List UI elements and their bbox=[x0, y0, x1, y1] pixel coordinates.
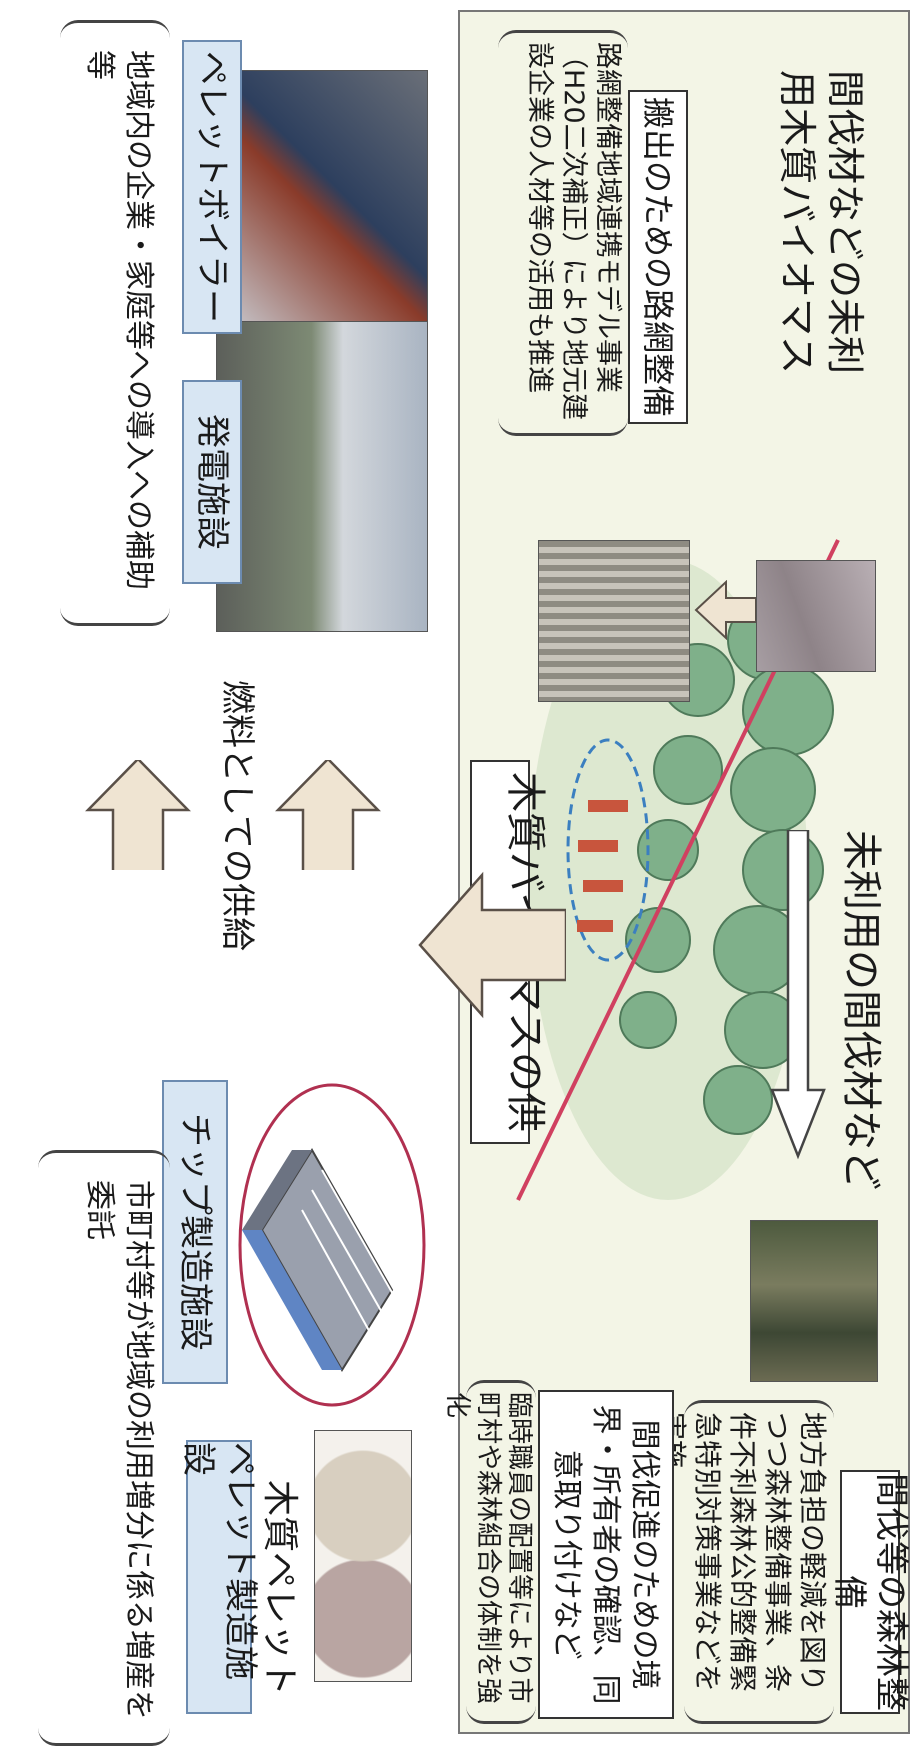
road-network-heading: 搬出のための路網整備 bbox=[628, 90, 688, 424]
unused-wood-label: 未利用の間伐材など bbox=[838, 830, 884, 1190]
forest-illustration bbox=[516, 539, 840, 1201]
chip-facility-illustration bbox=[238, 1083, 426, 1407]
pellet-facility-label: ペレット製造施設 bbox=[178, 1440, 261, 1714]
fuel-arrow-down bbox=[85, 760, 191, 870]
pellet-note: 市町村等が地域の利用増分に係る増産を委託 bbox=[82, 1180, 156, 1720]
forest-maintenance-body: 地方負担の軽減を図りつつ森林整備事業、条件不利森林公的整備緊急特別対策事業などを… bbox=[656, 1412, 829, 1693]
photo-transition-arrow bbox=[694, 580, 756, 640]
pellet-boiler-photo bbox=[216, 70, 428, 322]
installation-note: 地域内の企業・家庭等への導入への補助等 bbox=[82, 50, 156, 590]
unused-wood-arrow bbox=[770, 830, 826, 1160]
forest-worker-photo bbox=[750, 1220, 878, 1382]
road-forest-photo bbox=[538, 540, 690, 702]
forest-maintenance-heading: 間伐等の森林整備 bbox=[829, 1470, 912, 1714]
biomass-title: 間伐材などの未利用木質バイオマス bbox=[775, 70, 868, 375]
fuel-arrow-up bbox=[275, 760, 381, 870]
pellet-photo bbox=[314, 1430, 412, 1682]
power-facility-label: 発電施設 bbox=[182, 380, 242, 584]
road-network-body: 路網整備地域連携モデル事業（H20二次補正）により地元建設企業の人材等の活用も推… bbox=[524, 42, 624, 421]
wood-pellet-label: 木質ペレット bbox=[259, 1480, 300, 1697]
pellet-boiler-label: ペレットボイラー bbox=[182, 40, 242, 334]
thinning-promotion-heading: 間伐促進のための境界・所有者の確認、同意取り付けなど bbox=[538, 1390, 674, 1719]
supply-down-arrow bbox=[418, 871, 566, 1019]
thinning-promotion-body: 臨時職員の配置等により市町村や森林組合の体制を強化 bbox=[441, 1392, 534, 1705]
power-plant-photo bbox=[216, 320, 428, 632]
field-photo bbox=[756, 560, 876, 672]
chip-facility-label: チップ製造施設 bbox=[162, 1080, 228, 1384]
fuel-supply-label: 燃料としての供給 bbox=[217, 680, 257, 951]
